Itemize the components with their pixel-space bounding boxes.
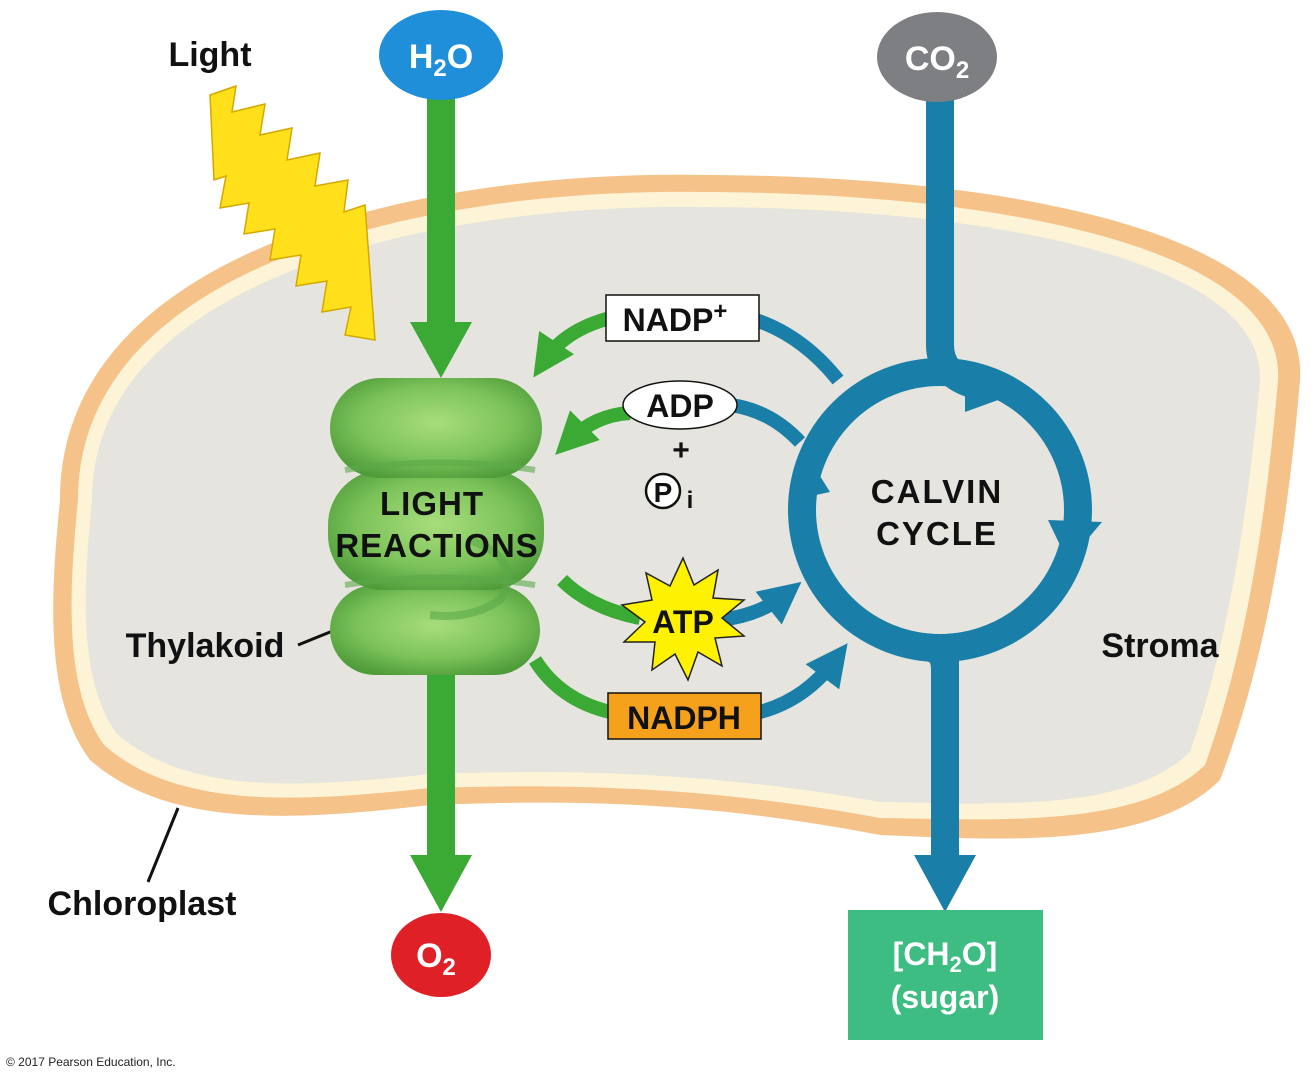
oxygen-label-sub: 2 — [443, 954, 456, 981]
atp-arrow-green — [557, 574, 642, 625]
svg-text:H2O: H2O — [409, 38, 473, 82]
oxygen-molecule-badge: O2 — [391, 913, 491, 997]
adp-phosphate-plus: + — [672, 434, 690, 467]
nadph-arrow-blue — [758, 643, 848, 719]
phosphate-symbol: P — [654, 477, 673, 508]
water-label-sub: 2 — [433, 55, 446, 82]
nadp-plus-sign: + — [713, 298, 727, 325]
thylakoid-leader-line — [297, 628, 336, 647]
atp-label: ATP — [652, 604, 714, 640]
sugar-formula-b: O] — [962, 936, 998, 972]
atp-star: ATP — [620, 556, 746, 682]
adp-return-arrow-green — [555, 406, 631, 455]
nadph-box: NADPH — [607, 692, 762, 740]
adp-label: ADP — [646, 388, 714, 424]
svg-text:NADP+: NADP+ — [623, 298, 728, 338]
water-to-light-reactions-arrow — [410, 95, 472, 378]
calvin-cycle-ring — [788, 358, 1102, 662]
sugar-formula-sub: 2 — [950, 952, 962, 977]
nadp-plus-box: NADP+ — [605, 294, 760, 342]
nadp-label: NADP — [623, 302, 714, 338]
co2-label-main: CO — [905, 40, 956, 78]
co2-label-sub: 2 — [956, 57, 969, 84]
phosphate-badge: P i — [644, 472, 694, 514]
co2-molecule-badge: CO2 — [877, 12, 997, 102]
water-label-tail: O — [447, 38, 473, 76]
calvin-ring-arrowhead-right — [1048, 520, 1102, 562]
phosphate-subscript: i — [687, 487, 694, 514]
calvin-cycle-label-line2: CYCLE — [876, 515, 998, 552]
nadp-return-arrow-green — [533, 311, 612, 378]
light-reactions-label-line2: REACTIONS — [335, 527, 538, 564]
thylakoid-stack — [328, 378, 544, 675]
adp-return-arrow-blue — [728, 398, 806, 447]
chloroplast-leader-line — [146, 807, 180, 883]
light-label: Light — [168, 36, 251, 74]
thylakoid-label: Thylakoid — [126, 627, 285, 665]
svg-text:[CH2O]: [CH2O] — [893, 936, 998, 977]
water-label-main: H — [409, 38, 434, 76]
calvin-cycle-label-line1: CALVIN — [871, 473, 1003, 510]
light-reactions-to-oxygen-arrow — [410, 670, 472, 912]
chloroplast-label: Chloroplast — [48, 885, 237, 923]
light-lightning-bolt — [209, 84, 376, 341]
water-molecule-badge: H2O — [379, 10, 503, 100]
sugar-label: (sugar) — [891, 979, 999, 1015]
svg-text:O2: O2 — [416, 937, 456, 981]
copyright-notice: © 2017 Pearson Education, Inc. — [6, 1055, 176, 1069]
calvin-ring-arrowhead-left — [792, 460, 830, 500]
nadph-arrow-green — [529, 656, 612, 719]
svg-text:CO2: CO2 — [905, 40, 969, 84]
sugar-formula-a: [CH — [893, 936, 950, 972]
stroma-label: Stroma — [1101, 627, 1219, 665]
atp-arrow-blue — [719, 581, 802, 627]
light-reactions-label-line1: LIGHT — [380, 485, 484, 522]
oxygen-label-main: O — [416, 937, 442, 975]
sugar-product-box: [CH2O] (sugar) — [848, 910, 1043, 1040]
adp-badge: ADP — [622, 380, 738, 430]
nadph-label: NADPH — [627, 700, 741, 736]
